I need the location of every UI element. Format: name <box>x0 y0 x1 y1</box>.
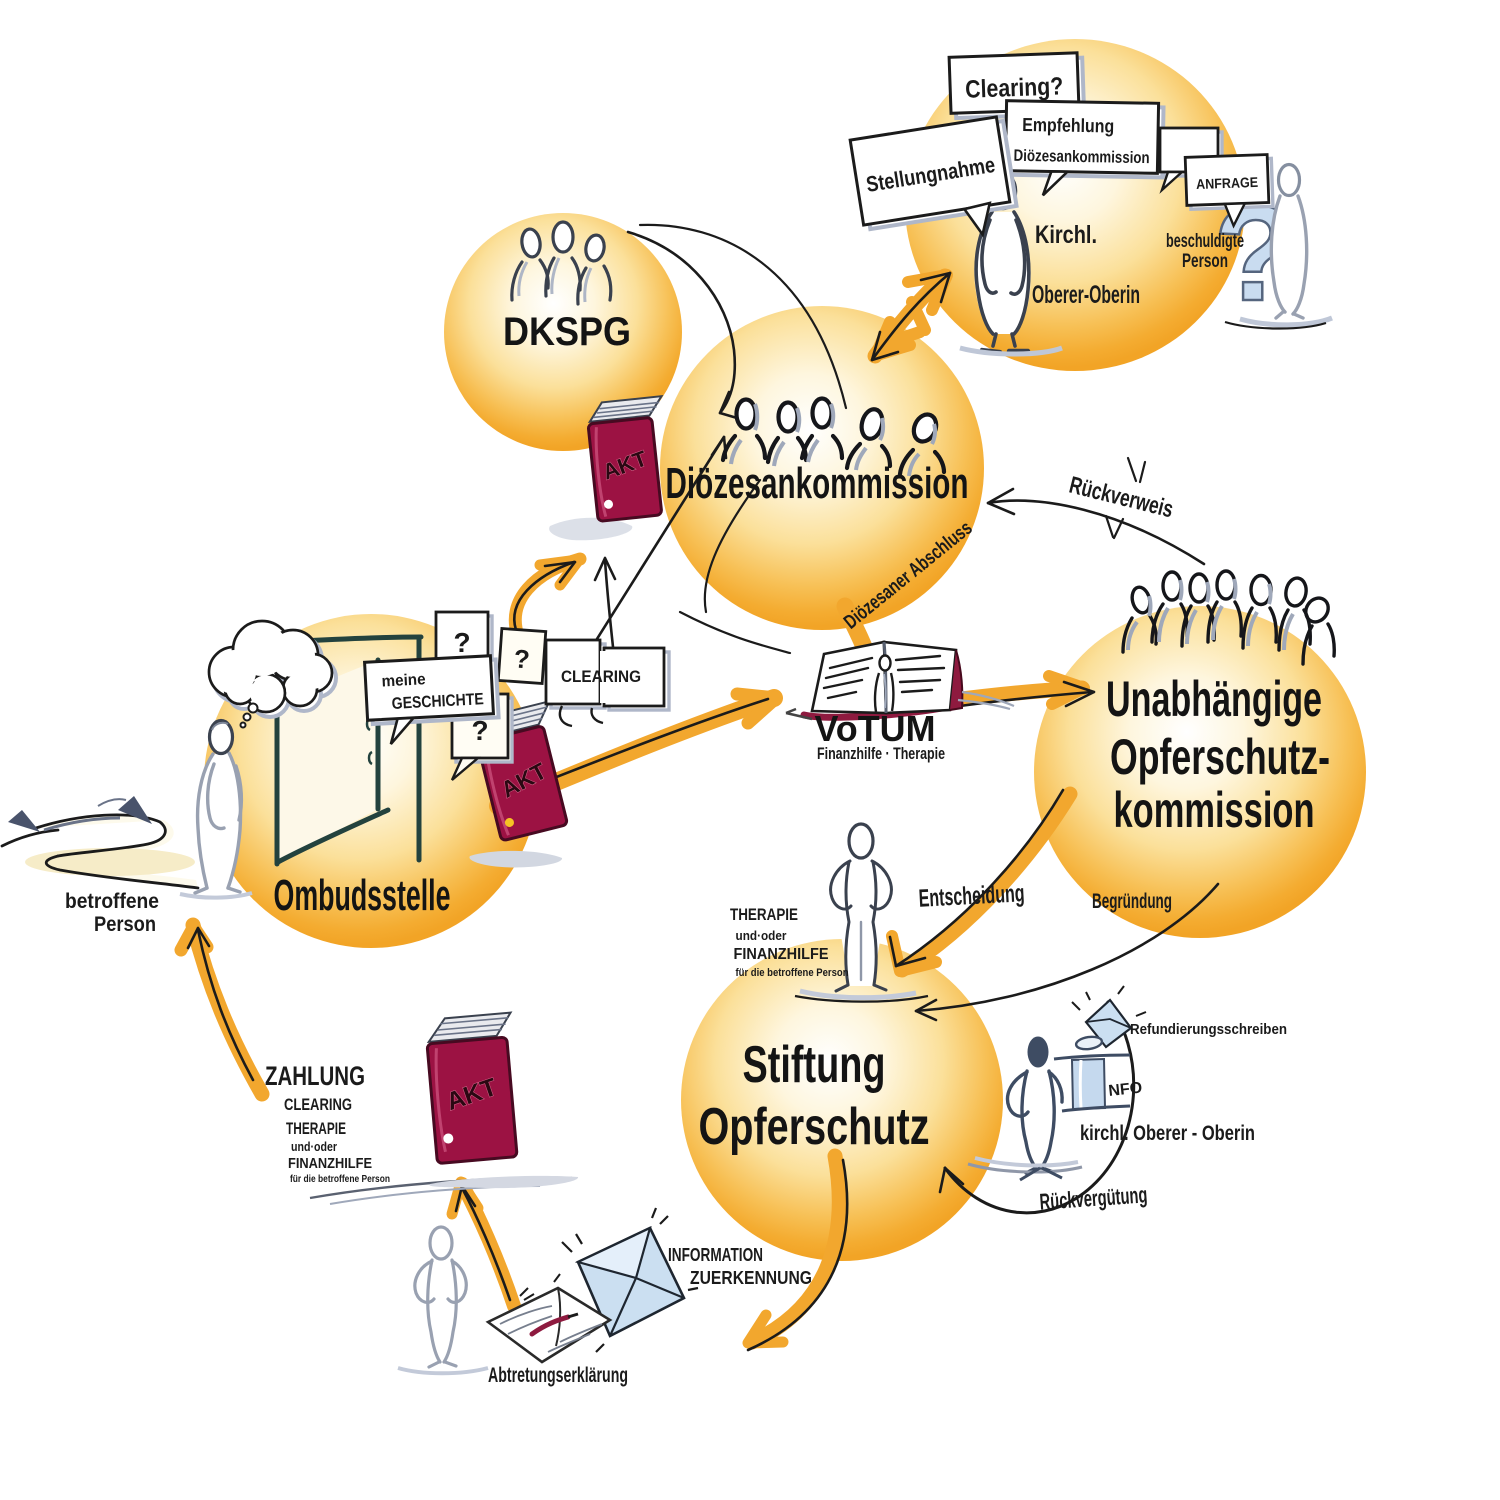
svg-text:Refundierungsschreiben: Refundierungsschreiben <box>1130 1021 1287 1038</box>
svg-text:DKSPG: DKSPG <box>503 310 631 354</box>
svg-text:THERAPIE: THERAPIE <box>286 1119 346 1138</box>
svg-text:FINANZHILFE: FINANZHILFE <box>734 946 829 963</box>
svg-text:Opferschutz-: Opferschutz- <box>1110 729 1330 785</box>
svg-text:INFORMATION: INFORMATION <box>668 1245 763 1265</box>
svg-text:CLEARING: CLEARING <box>561 668 641 686</box>
svg-text:Person: Person <box>94 913 156 936</box>
svg-text:?: ? <box>471 715 488 746</box>
svg-text:ZAHLUNG: ZAHLUNG <box>265 1061 365 1091</box>
svg-text:THERAPIE: THERAPIE <box>730 905 798 924</box>
svg-text:Begründung: Begründung <box>1092 890 1172 913</box>
svg-text:Abtretungserklärung: Abtretungserklärung <box>488 1364 628 1387</box>
svg-text:VoTUM: VoTUM <box>815 708 936 749</box>
svg-text:Kirchl.: Kirchl. <box>1035 221 1097 249</box>
svg-text:Diözesankommission: Diözesankommission <box>1013 147 1149 167</box>
svg-text:Rückvergütung: Rückvergütung <box>1039 1181 1149 1214</box>
svg-text:Opferschutz: Opferschutz <box>699 1098 930 1156</box>
svg-text:GESCHICHTE: GESCHICHTE <box>391 690 484 713</box>
svg-text:Empfehlung: Empfehlung <box>1022 115 1114 138</box>
svg-text:?: ? <box>513 643 531 674</box>
svg-text:kommission: kommission <box>1114 782 1315 838</box>
svg-text:und·oder: und·oder <box>736 928 787 943</box>
svg-text:Ombudsstelle: Ombudsstelle <box>274 871 451 920</box>
svg-text:CLEARING: CLEARING <box>284 1095 352 1114</box>
svg-text:Clearing?: Clearing? <box>965 72 1064 103</box>
svg-text:beschuldigte: beschuldigte <box>1166 231 1244 252</box>
svg-text:und·oder: und·oder <box>291 1140 337 1154</box>
svg-text:meine: meine <box>381 671 426 690</box>
svg-text:FINANZHILFE: FINANZHILFE <box>288 1155 372 1172</box>
svg-text:ANFRAGE: ANFRAGE <box>1196 174 1259 192</box>
svg-text:Unabhängige: Unabhängige <box>1106 671 1322 727</box>
svg-text:NFO: NFO <box>1108 1080 1143 1100</box>
svg-text:ZUERKENNUNG: ZUERKENNUNG <box>690 1268 812 1288</box>
svg-text:für die betroffene Person: für die betroffene Person <box>290 1173 390 1185</box>
svg-text:Person: Person <box>1182 251 1228 272</box>
svg-text:Entscheidung: Entscheidung <box>918 879 1025 913</box>
svg-text:Oberer-Oberin: Oberer-Oberin <box>1032 281 1140 309</box>
svg-text:kirchl. Oberer - Oberin: kirchl. Oberer - Oberin <box>1080 1122 1255 1145</box>
svg-text:Finanzhilfe · Therapie: Finanzhilfe · Therapie <box>817 744 945 763</box>
svg-text:Diözesankommission: Diözesankommission <box>666 459 969 508</box>
svg-text:für die betroffene Person: für die betroffene Person <box>736 967 849 979</box>
svg-text:?: ? <box>453 627 470 658</box>
svg-text:Stiftung: Stiftung <box>743 1036 886 1094</box>
svg-text:betroffene: betroffene <box>65 890 159 913</box>
svg-text:Rückverweis: Rückverweis <box>1067 472 1176 524</box>
